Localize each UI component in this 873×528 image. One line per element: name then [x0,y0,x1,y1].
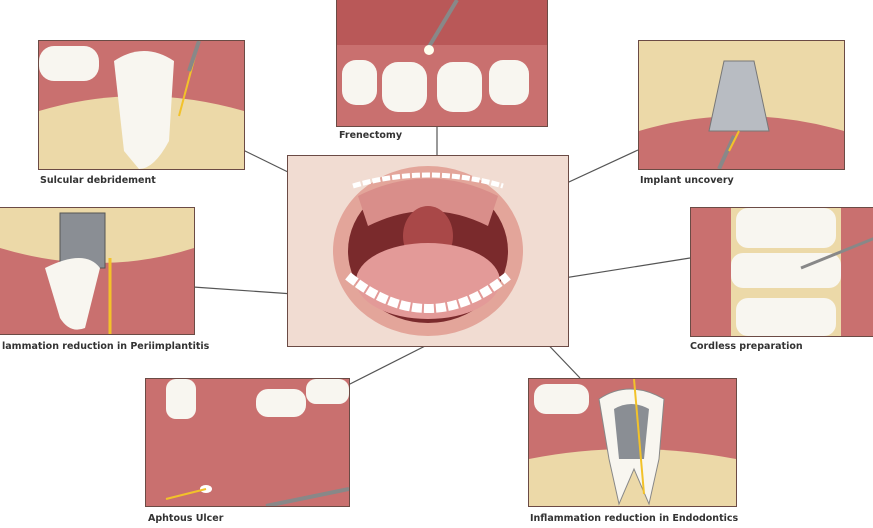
center-mouth-illustration [287,155,569,347]
frenectomy-label: Frenectomy [339,130,403,141]
implant-uncovery-label: Implant uncovery [640,175,734,186]
frenectomy-illustration [336,0,548,127]
sulcular-debridement-label: Sulcular debridement [40,175,156,186]
endodontics-illustration [528,378,737,507]
aphtous-ulcer-illustration [145,378,350,507]
cordless-preparation-illustration [690,207,873,337]
cordless-preparation-label: Cordless preparation [690,341,803,352]
endodontics-label: Inflammation reduction in Endodontics [530,513,739,524]
periimplantitis-label: lammation reduction in Periimplantitis [2,341,210,352]
periimplantitis-illustration [0,207,195,335]
sulcular-debridement-illustration [38,40,245,170]
implant-uncovery-illustration [638,40,845,170]
aphtous-ulcer-label: Aphtous Ulcer [148,513,224,524]
